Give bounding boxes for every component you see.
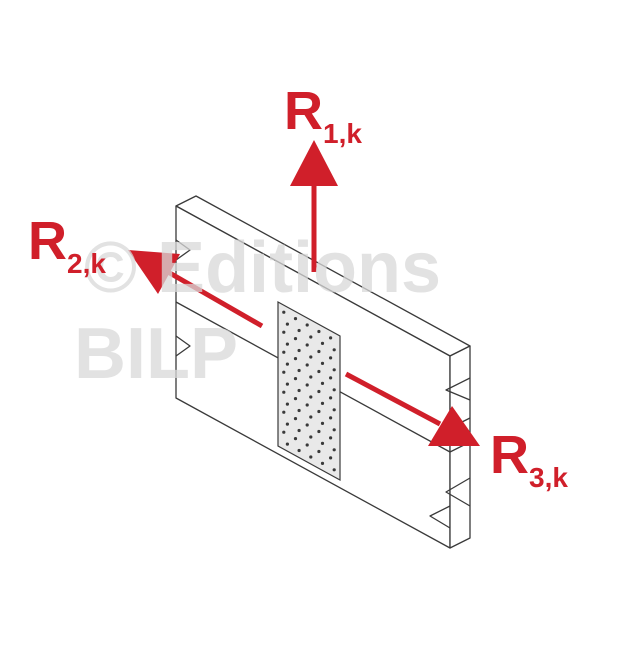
force-label-r3-subscript: 3,k	[529, 462, 568, 493]
nail-hole	[285, 422, 289, 426]
arrow-r1-head	[290, 140, 338, 186]
nail-hole	[329, 456, 333, 460]
nail-hole	[320, 361, 325, 365]
nail-hole	[332, 428, 336, 432]
nail-hole	[317, 369, 321, 374]
nail-hole	[305, 423, 309, 427]
nail-hole	[317, 409, 321, 414]
nail-hole	[282, 390, 286, 394]
nail-hole	[282, 330, 286, 334]
nail-hole	[329, 416, 333, 420]
break-mark-left-upper	[175, 239, 191, 261]
nail-hole	[309, 435, 313, 439]
nail-hole	[293, 357, 298, 361]
nail-hole	[317, 349, 321, 354]
nail-hole	[282, 370, 286, 374]
nail-hole	[293, 417, 298, 421]
nail-hole	[317, 449, 321, 454]
nail-hole	[329, 396, 333, 400]
nail-hole	[285, 362, 289, 366]
nail-hole	[329, 376, 333, 380]
nail-hole	[285, 342, 289, 346]
break-mark-bottom	[429, 505, 451, 529]
nail-hole	[320, 461, 325, 465]
nail-hole	[332, 468, 336, 472]
nail-hole	[305, 443, 309, 447]
nail-hole	[317, 429, 321, 434]
force-label-r3: R3,k	[490, 428, 568, 492]
nail-hole	[329, 336, 333, 340]
nail-hole	[332, 448, 336, 452]
nail-hole	[282, 430, 286, 434]
nail-hole	[297, 368, 301, 373]
nail-hole	[293, 377, 298, 381]
nail-hole	[309, 415, 313, 419]
force-label-r1-symbol: R	[284, 81, 323, 141]
nail-hole	[320, 401, 325, 405]
nail-hole	[285, 442, 289, 446]
nail-hole	[293, 437, 298, 441]
nail-hole	[309, 375, 313, 379]
nail-hole	[332, 408, 336, 412]
nail-hole	[285, 322, 289, 326]
force-label-r2-symbol: R	[28, 211, 67, 271]
nail-hole	[317, 329, 321, 334]
force-label-r3-symbol: R	[490, 425, 529, 485]
break-mark-right-upper	[445, 377, 471, 401]
nail-hole	[293, 337, 298, 341]
break-mark-right-lower	[445, 477, 471, 507]
arrow-r3-head	[428, 406, 480, 446]
nail-hole	[293, 397, 298, 401]
nail-hole	[297, 448, 301, 453]
nail-hole	[285, 382, 289, 386]
nail-hole	[297, 408, 301, 413]
nail-hole	[305, 363, 309, 367]
nail-hole	[309, 335, 313, 339]
nail-plate	[277, 300, 341, 482]
force-label-r2: R2,k	[28, 214, 106, 278]
force-label-r1-subscript: 1,k	[323, 118, 362, 149]
nail-hole	[293, 317, 298, 321]
nail-hole	[320, 381, 325, 385]
force-arrows	[128, 140, 480, 446]
nail-holes	[282, 310, 336, 472]
force-label-r1: R1,k	[284, 84, 362, 148]
nail-hole	[332, 388, 336, 392]
nail-hole	[297, 328, 301, 333]
nail-hole	[297, 388, 301, 393]
nail-hole	[282, 410, 286, 414]
nail-hole	[329, 356, 333, 360]
nail-hole	[297, 348, 301, 353]
nail-plate-face	[277, 300, 341, 482]
nail-hole	[329, 436, 333, 440]
nail-hole	[282, 310, 286, 314]
break-mark-left-lower	[175, 335, 191, 357]
nail-hole	[309, 455, 313, 459]
nail-hole	[282, 350, 286, 354]
nail-hole	[320, 421, 325, 425]
nail-hole	[317, 389, 321, 394]
nail-hole	[305, 343, 309, 347]
nail-hole	[285, 402, 289, 406]
nail-hole	[297, 428, 301, 433]
arrow-r3-shaft	[344, 371, 442, 427]
nail-hole	[320, 441, 325, 445]
nail-hole	[305, 403, 309, 407]
nail-hole	[309, 395, 313, 399]
nail-hole	[305, 323, 309, 327]
nail-hole	[332, 368, 336, 372]
nail-hole	[332, 348, 336, 352]
nail-hole	[305, 383, 309, 387]
force-label-r2-subscript: 2,k	[67, 248, 106, 279]
arrow-r2-head	[128, 250, 180, 294]
arrow-r2-shaft	[166, 269, 264, 329]
nail-hole	[309, 355, 313, 359]
nail-hole	[320, 341, 325, 345]
